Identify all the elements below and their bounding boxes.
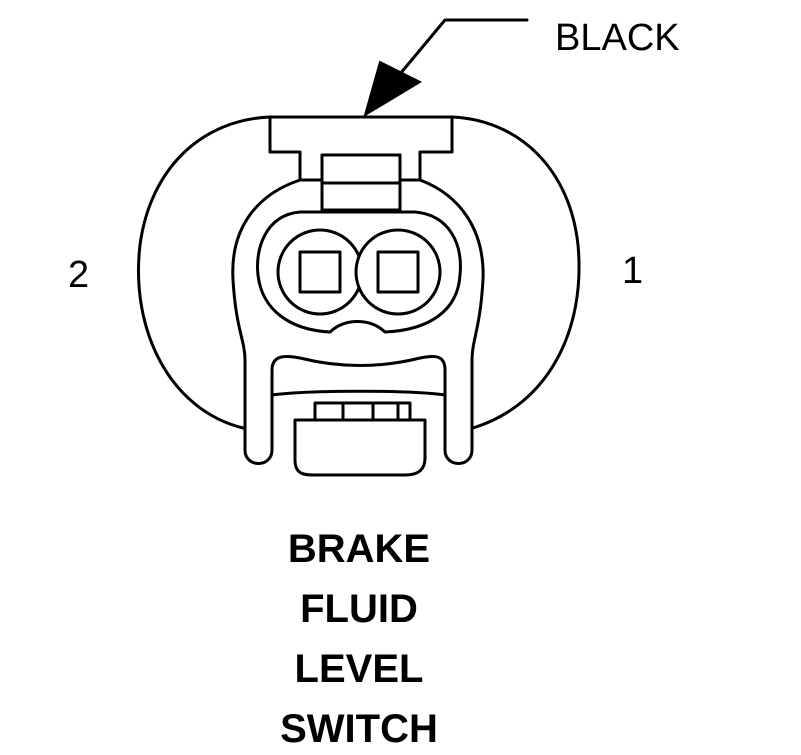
leader-line [393, 18, 529, 82]
component-title: BRAKE FLUID LEVEL SWITCH [280, 527, 438, 751]
pin-label-left: 2 [68, 254, 89, 296]
leader-arrowhead [363, 60, 423, 118]
pin-label-right: 1 [622, 250, 643, 292]
title-line-1: BRAKE [288, 527, 430, 571]
color-label: BLACK [555, 17, 680, 59]
color-callout: BLACK [363, 17, 680, 118]
lock-frame [231, 178, 485, 465]
connector-housing [137, 115, 581, 430]
terminal-1-pin [376, 250, 420, 294]
bottom-tab [293, 418, 427, 477]
terminal-2-pin [298, 250, 342, 294]
title-line-3: LEVEL [295, 647, 424, 691]
connector-body [137, 115, 581, 477]
title-line-2: FLUID [300, 587, 418, 631]
tab-ribs [313, 401, 412, 422]
lock-bar [270, 355, 447, 397]
title-line-4: SWITCH [280, 707, 438, 751]
